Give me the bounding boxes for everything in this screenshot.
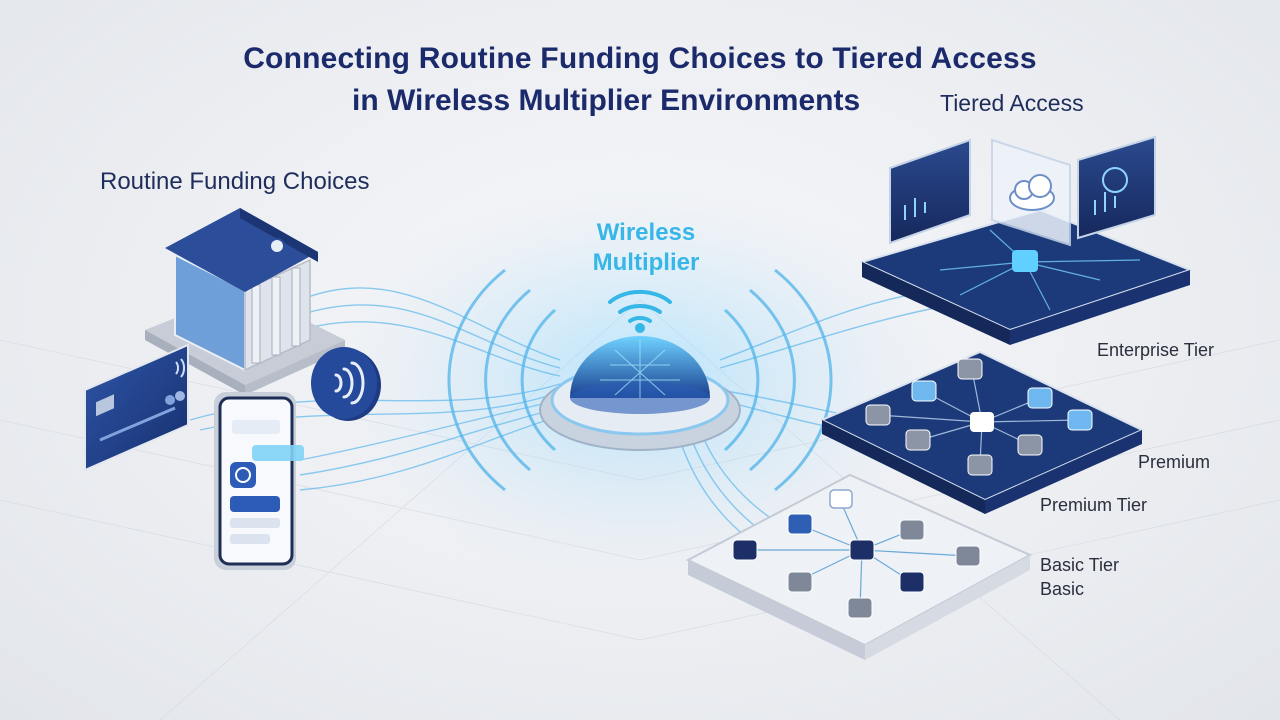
- contactless-icon: [311, 347, 381, 421]
- enterprise-tier-label: Enterprise Tier: [1097, 340, 1215, 360]
- hub-dome-icon: [539, 336, 741, 451]
- enterprise-tier-platform: [859, 208, 1193, 345]
- routine-funding-label: Routine Funding Choices: [100, 168, 370, 195]
- basic-label: Basic: [1040, 579, 1085, 599]
- basic-tier-platform: [685, 473, 1033, 660]
- page-title-line-2: in Wireless Multiplier Environments: [352, 84, 861, 117]
- cloud-icon: [1009, 174, 1055, 211]
- premium-label: Premium: [1138, 452, 1211, 472]
- premium-tier-platform: [819, 350, 1145, 514]
- basic-tier-label: Basic Tier: [1040, 555, 1120, 575]
- credit-card-icon: [84, 343, 189, 472]
- tiered-access-label: Tiered Access: [940, 90, 1084, 116]
- page-title-line-1: Connecting Routine Funding Choices to Ti…: [243, 42, 1037, 75]
- bank-icon: [145, 208, 345, 395]
- wifi-icon: [608, 289, 672, 333]
- premium-tier-label: Premium Tier: [1040, 495, 1148, 515]
- wireless-multiplier-label: Wireless Multiplier: [592, 219, 700, 276]
- signal-arcs: [447, 268, 833, 492]
- smartphone-icon: [214, 392, 304, 570]
- dashboard-icon: [889, 135, 1156, 247]
